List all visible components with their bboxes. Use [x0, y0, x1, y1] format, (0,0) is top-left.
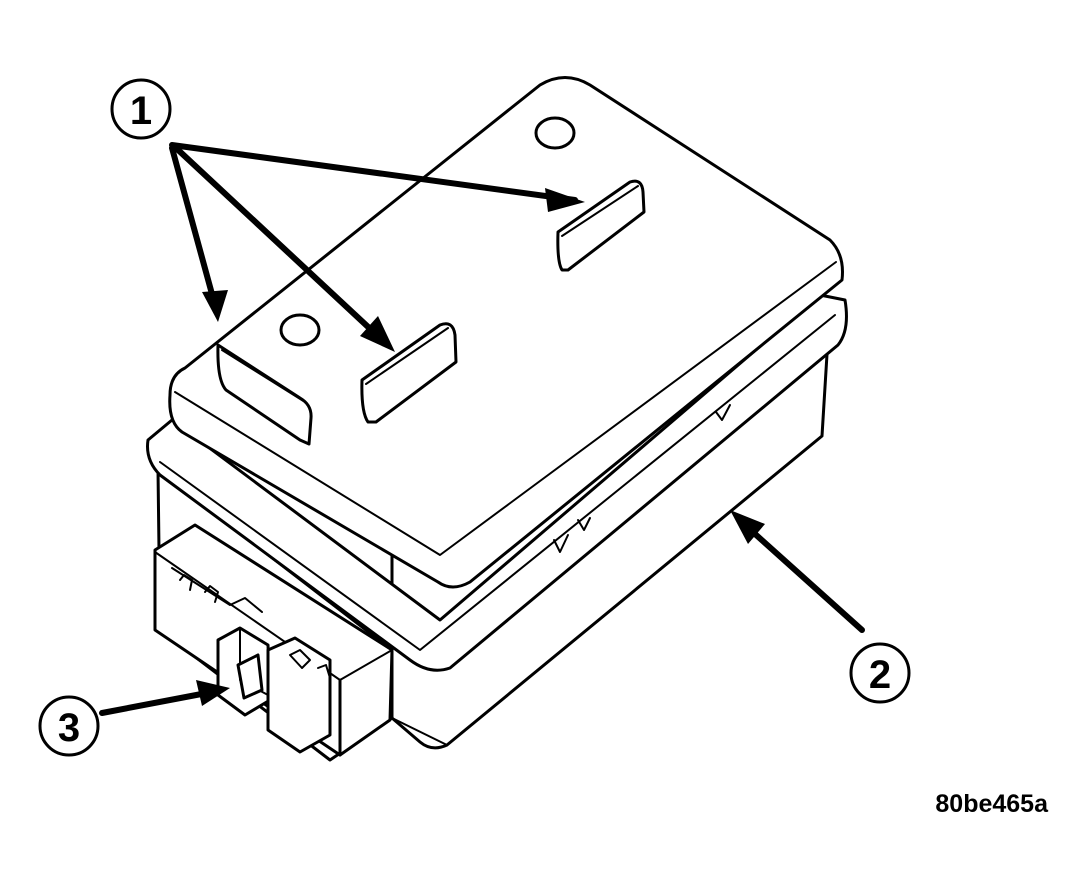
leader-arrows-callout-1 — [169, 142, 585, 352]
leader-arrow-callout-3 — [99, 680, 230, 716]
mounting-tab-front — [216, 343, 313, 446]
callout-1: 1 — [110, 78, 172, 140]
module-top-cover — [168, 76, 844, 589]
reference-code: 80be465a — [935, 790, 1049, 818]
mounting-tab-middle — [360, 322, 458, 424]
module-lid-flange — [146, 293, 848, 672]
mounting-hole-rear — [534, 116, 576, 150]
callout-1-label: 1 — [130, 89, 152, 133]
electrical-connector — [153, 523, 394, 757]
mounting-tab-rear — [556, 179, 646, 272]
leader-arrow-callout-2 — [730, 510, 865, 633]
callout-3-label: 3 — [58, 706, 80, 750]
mounting-hole-front — [279, 313, 321, 347]
callout-2: 2 — [849, 642, 911, 704]
callout-2-label: 2 — [869, 653, 891, 697]
callout-3: 3 — [38, 695, 100, 757]
